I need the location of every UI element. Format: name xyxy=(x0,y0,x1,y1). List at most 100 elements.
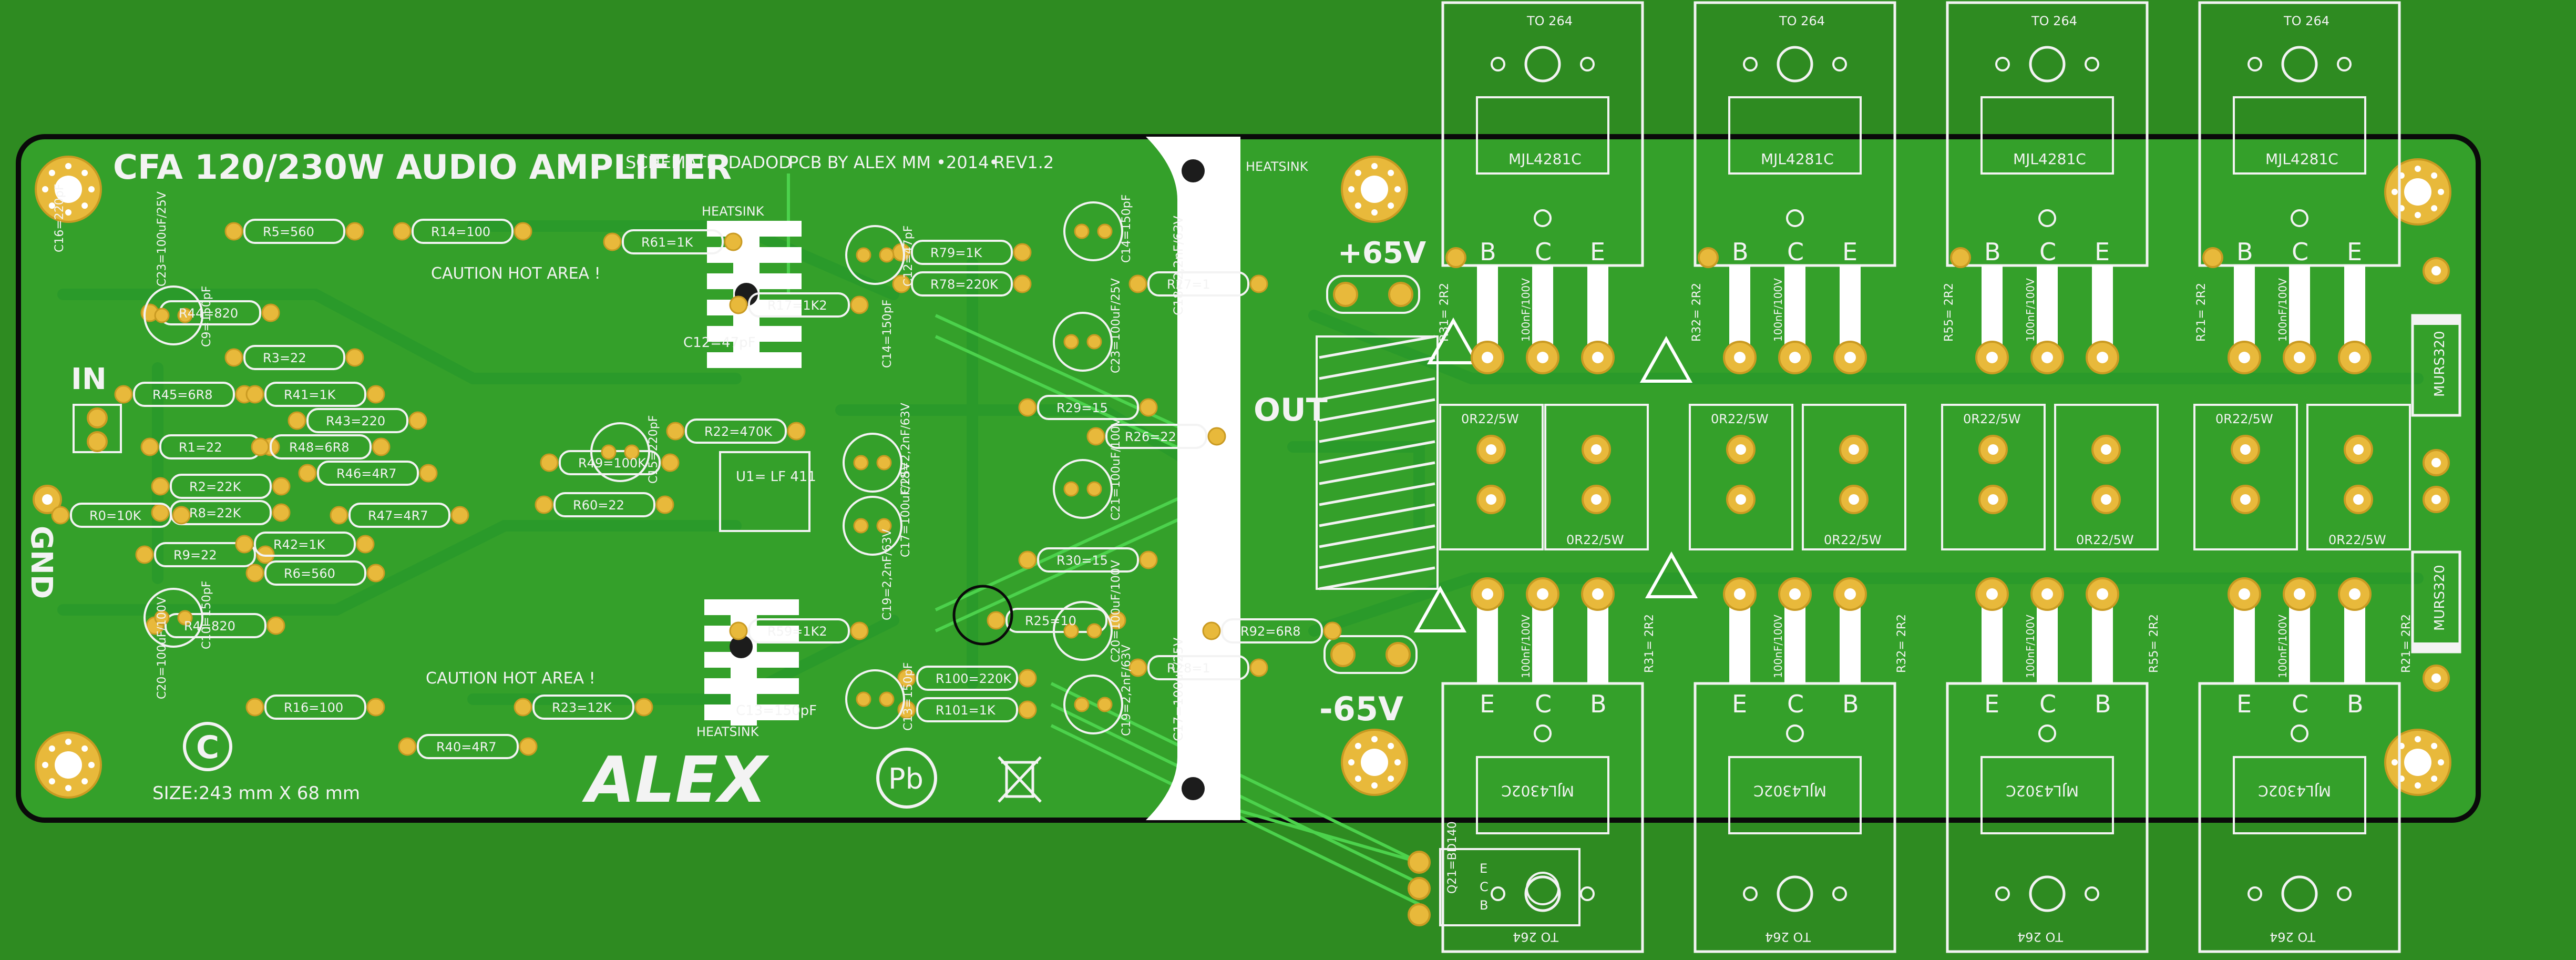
pin-label: E xyxy=(2347,238,2362,266)
base-resistor-label: R55= 2R2 xyxy=(2148,614,2161,673)
component-label: R46=4R7 xyxy=(336,466,397,481)
ic-u1-label: U1= LF 411 xyxy=(736,469,816,485)
pin-label: C xyxy=(2292,690,2308,718)
component-label: R16=100 xyxy=(284,700,343,715)
d1-label: C23=100uF/25V xyxy=(156,191,169,287)
gnd-label: GND xyxy=(24,526,58,599)
component-label: R8=22K xyxy=(189,506,242,520)
base-resistor-label: R31= 2R2 xyxy=(1643,614,1656,673)
capacitor-label: C23=100uF/25V xyxy=(1110,278,1123,373)
capacitor-outline xyxy=(590,422,650,482)
bias-pin-label: E xyxy=(1480,861,1487,876)
cap-label: 100nF/100V xyxy=(1520,615,1532,678)
component-label: R61=1K xyxy=(641,235,694,250)
capacitor-label: C15=220pF xyxy=(647,415,660,484)
capacitor-outline xyxy=(845,669,905,729)
diode-label-bottom: MURS320 xyxy=(2432,565,2448,631)
alex-logo: ALEX xyxy=(582,744,769,817)
resistor-footprint xyxy=(170,474,272,499)
weee-bin-icon xyxy=(998,756,1042,803)
capacitor-outline xyxy=(1063,201,1123,261)
component-label: R23=12K xyxy=(552,700,612,715)
pin-label: C xyxy=(2039,690,2056,718)
q24-label: C19=2,2nF/63V xyxy=(881,529,894,620)
component-label: R44=820 xyxy=(179,306,238,321)
resistor-footprint xyxy=(317,461,419,486)
resistor-footprint xyxy=(254,532,356,557)
capacitor-outline xyxy=(1053,459,1113,519)
diode-label-top: MURS320 xyxy=(2432,331,2448,397)
component-label: R92=6R8 xyxy=(1240,624,1301,639)
resistor-footprint xyxy=(1105,424,1207,449)
component-label: R0=10K xyxy=(89,508,142,523)
pin-label: B xyxy=(1480,238,1496,266)
resistor-footprint xyxy=(264,695,366,720)
capacitor-outline xyxy=(843,433,902,493)
component-label: R27=1 xyxy=(1167,277,1210,292)
component-label: R45=6R8 xyxy=(152,387,213,402)
pin-label: E xyxy=(2095,238,2110,266)
pin-label: E xyxy=(1842,238,1857,266)
emitter-resistor-label: 0R22/5W xyxy=(1461,412,1519,426)
transistor-part: MJL4302C xyxy=(2006,782,2079,800)
emitter-resistor-box xyxy=(2306,404,2411,550)
caution-top: CAUTION HOT AREA ! xyxy=(431,264,601,283)
component-label: R14=100 xyxy=(431,224,490,239)
heatsink-bar xyxy=(1146,137,1240,820)
resistor-footprint xyxy=(264,382,366,407)
resistor-footprint xyxy=(553,492,655,517)
bias-transistor xyxy=(1408,848,1581,926)
capacitor-outline xyxy=(1053,601,1113,661)
component-label: R2=22K xyxy=(189,479,242,494)
mounting-holes xyxy=(35,156,2451,799)
resistor-footprint xyxy=(748,618,850,644)
capacitor-outline xyxy=(1053,312,1113,372)
schematic-credit: SCHEMATIC DADOD xyxy=(625,152,792,172)
transistor-part: MJL4302C xyxy=(1501,782,1574,800)
output-coil xyxy=(1316,335,1439,590)
pin-label: B xyxy=(2347,690,2364,718)
cap-label: 100nF/100V xyxy=(2024,615,2037,678)
out-label: OUT xyxy=(1254,392,1328,428)
emitter-resistor-label: 0R22/5W xyxy=(2328,533,2386,547)
bias-pin-label: B xyxy=(1480,898,1488,913)
component-label: R48=6R8 xyxy=(289,440,350,455)
resistor-footprint xyxy=(1005,608,1107,633)
emitter-resistor-box xyxy=(1439,404,1544,550)
resistor-footprint xyxy=(243,345,345,370)
resistor-footprint xyxy=(133,382,235,407)
screw-outline xyxy=(952,585,1013,646)
base-resistor-label: R32= 2R2 xyxy=(1690,283,1703,342)
resistor-footprint xyxy=(417,734,519,759)
component-label: R3=22 xyxy=(263,351,306,365)
package-label: TO 264 xyxy=(2031,14,2077,28)
cap-label: 100nF/100V xyxy=(1520,278,1532,342)
emitter-resistor-box xyxy=(2193,404,2298,550)
resistor-footprint xyxy=(1037,395,1139,420)
pin-label: B xyxy=(2095,690,2111,718)
component-label: R29=15 xyxy=(1056,401,1108,415)
pin-label: B xyxy=(1590,690,1607,718)
lead-free-text: Pb xyxy=(888,762,923,795)
pin-label: B xyxy=(1732,238,1749,266)
base-resistor-label: R55= 2R2 xyxy=(1943,283,1956,342)
emitter-resistor-label: 0R22/5W xyxy=(2076,533,2134,547)
emitter-resistor-label: 0R22/5W xyxy=(2215,412,2273,426)
cap-label: 100nF/100V xyxy=(2276,615,2289,678)
component-label: R4=820 xyxy=(184,619,235,634)
capacitor-label: C17=100uF/25V xyxy=(899,462,912,557)
q6-label: C12=47pF xyxy=(683,335,756,351)
caution-bottom: CAUTION HOT AREA ! xyxy=(426,669,596,688)
capacitor-label: C19=2,2nF/63V xyxy=(1120,645,1133,736)
lead-free-icon xyxy=(876,748,937,809)
resistor-footprint xyxy=(685,418,787,444)
package-label: TO 264 xyxy=(1765,930,1811,944)
pin-label: C xyxy=(1787,238,1804,266)
copyright-icon xyxy=(183,722,232,771)
base-resistor-label: R21= 2R2 xyxy=(2195,283,2208,342)
component-label: R79=1K xyxy=(930,246,983,260)
emitter-resistor-label: 0R22/5W xyxy=(1566,533,1624,547)
capacitor-label: C20=100uF/100V xyxy=(1110,560,1123,662)
